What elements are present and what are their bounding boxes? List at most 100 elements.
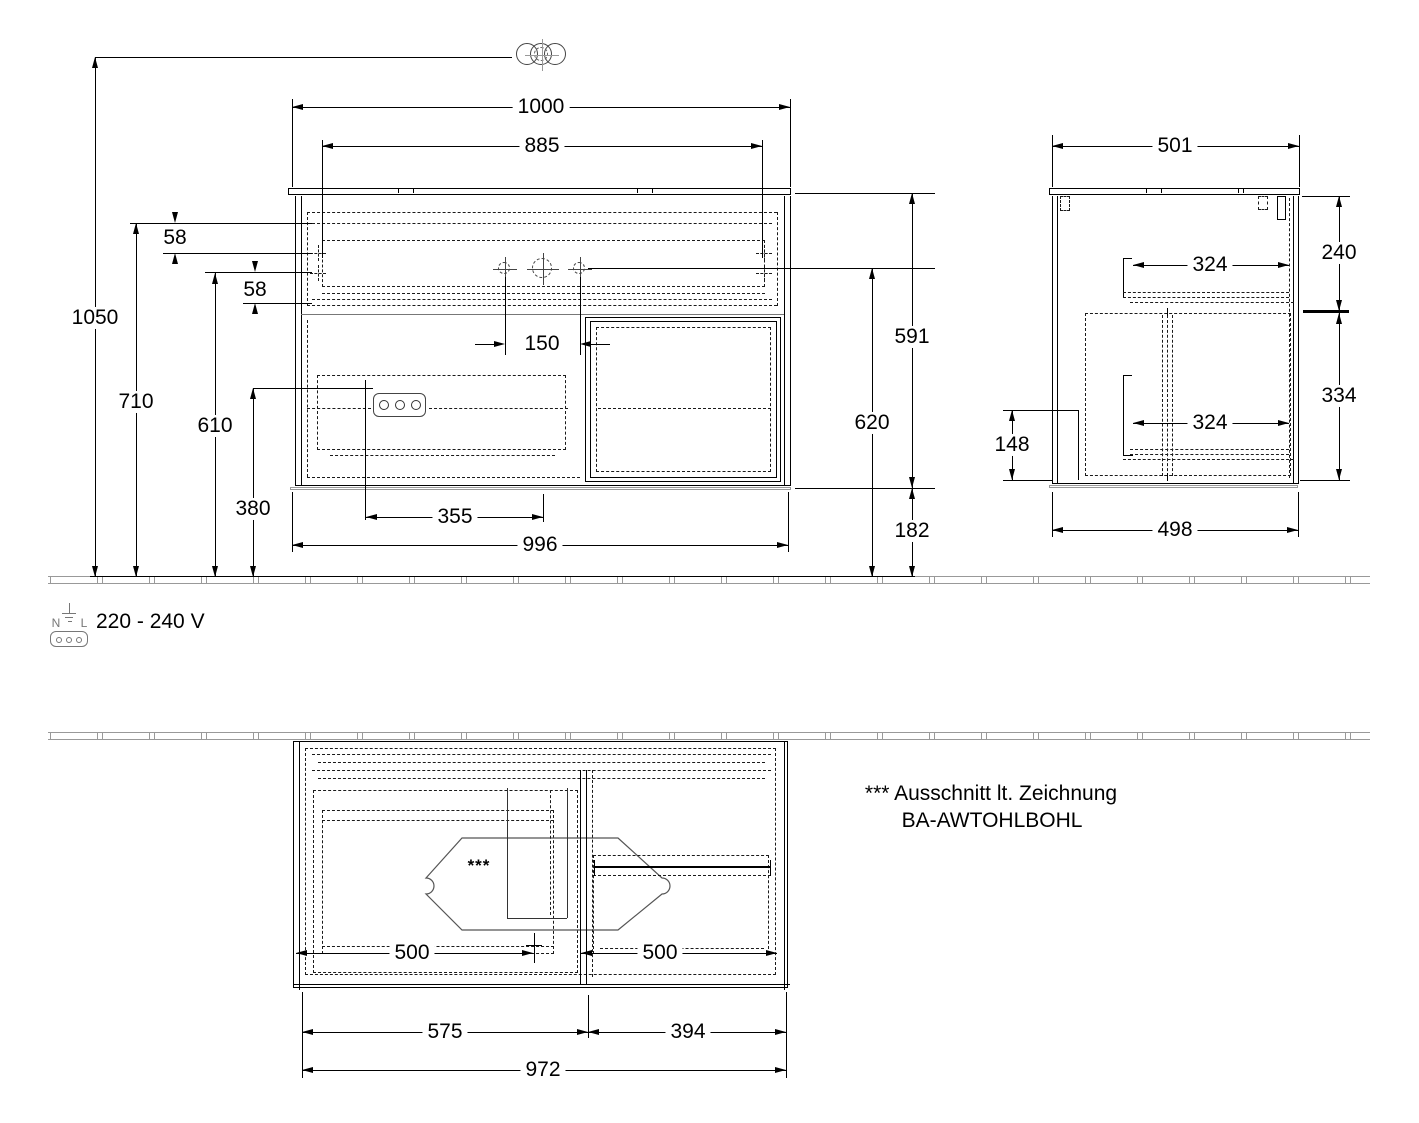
drill-cross (764, 265, 765, 281)
center-mark (526, 945, 542, 946)
arrowhead (302, 1029, 313, 1035)
dim-top-offset-2: 58 (238, 278, 272, 302)
extension-line (788, 492, 789, 552)
arrowhead (869, 268, 875, 279)
arrowhead (1133, 420, 1144, 426)
extension-line (130, 223, 312, 224)
wall-tiles (48, 732, 1370, 740)
voltage-label: 220 - 240 V (96, 610, 205, 633)
arrowhead (172, 212, 178, 223)
extension-line (786, 992, 787, 1078)
arrowhead (1336, 196, 1342, 207)
terminal-neutral-label: N (50, 616, 62, 630)
hidden-line (1130, 449, 1289, 450)
drawer-divider (301, 314, 784, 315)
arrowhead (1009, 469, 1015, 480)
extension-line (1052, 135, 1053, 187)
extension-line (795, 193, 935, 194)
drill-cross (318, 265, 319, 281)
upper-drawer-box (322, 240, 765, 287)
socket-pin-icon (56, 637, 62, 643)
arrowhead (322, 143, 333, 149)
countertop (1049, 188, 1300, 195)
arrowhead (366, 514, 377, 520)
dim-total-width: 1000 (512, 95, 570, 119)
arrowhead (1287, 527, 1298, 533)
drawer-rail (594, 866, 770, 868)
ground-icon (62, 613, 76, 614)
cabinet-side (790, 196, 791, 486)
arrowhead (250, 388, 256, 399)
arrowhead (1278, 262, 1289, 268)
rail-bracket (1123, 375, 1132, 376)
hidden-line (592, 770, 593, 977)
crosshair-line (542, 39, 543, 71)
cabinet-side (301, 196, 302, 486)
cabinet-side (784, 196, 785, 486)
arrowhead (751, 143, 762, 149)
right-drawer-outline (593, 855, 769, 954)
back-panel-line (1289, 198, 1290, 478)
note-line-2: BA-AWTOHLBOHL (901, 809, 1083, 832)
hidden-line (593, 875, 771, 876)
seam-tick (1146, 188, 1147, 193)
dim-outlet-width: 355 (432, 505, 478, 529)
arrowhead (1288, 143, 1299, 149)
hidden-line (318, 762, 765, 763)
extension-line (365, 380, 366, 520)
ground-icon (69, 603, 70, 613)
left-drawer-outline (313, 790, 578, 973)
hidden-line (307, 320, 308, 477)
socket-pin-icon (66, 637, 72, 643)
terminal-line-label: L (79, 616, 89, 630)
extension-line (790, 99, 791, 187)
extension-line (1003, 480, 1052, 481)
dim-line (475, 344, 494, 345)
arrowhead (133, 566, 139, 577)
socket-pin-icon (76, 637, 82, 643)
hidden-line (312, 754, 771, 755)
arrowhead (1052, 527, 1063, 533)
cutout-marker: *** (467, 856, 491, 875)
arrowhead (212, 273, 218, 284)
dim-line (591, 344, 610, 345)
drawer-front-cap (1167, 473, 1168, 481)
cabinet-side (784, 741, 785, 990)
cabinet-side (1298, 196, 1299, 484)
tap-zone-line (507, 918, 567, 919)
base-strip (1049, 485, 1298, 488)
lower-drawer-box (317, 375, 566, 450)
tap-hole-icon (498, 262, 510, 274)
hidden-outline (305, 748, 776, 975)
tap-hole-icon (532, 258, 552, 278)
drawer-front-line (1167, 315, 1168, 476)
wall-reference-line (95, 57, 512, 58)
arrowhead (1336, 469, 1342, 480)
hidden-line (322, 946, 554, 947)
extension-line (253, 388, 373, 389)
extension-line (1302, 196, 1350, 197)
cabinet-bottom (1052, 483, 1298, 484)
arrowhead (252, 303, 258, 314)
dim-tap-to-floor: 620 (849, 411, 895, 435)
mount-crosshair-circle-icon (534, 47, 548, 61)
cabinet-side (295, 196, 296, 486)
arrowhead (292, 542, 303, 548)
dim-lower-height: 380 (230, 497, 276, 521)
ground-icon (68, 621, 72, 622)
rail-bracket (1123, 375, 1124, 455)
arrowhead (775, 1029, 786, 1035)
dim-floor-gap: 182 (889, 519, 935, 543)
wall-bracket (1277, 196, 1286, 220)
rail-bracket (1123, 258, 1124, 298)
dim-drawer-left: 500 (389, 941, 435, 965)
cabinet-side (299, 741, 300, 990)
dim-body-width: 996 (517, 533, 563, 557)
extension-line (580, 277, 581, 355)
dim-line (253, 388, 254, 577)
arrowhead (250, 566, 256, 577)
hidden-line (1130, 302, 1294, 303)
level-mark (1303, 310, 1349, 313)
arrowhead (909, 488, 915, 499)
dim-tap-height: 610 (192, 414, 238, 438)
